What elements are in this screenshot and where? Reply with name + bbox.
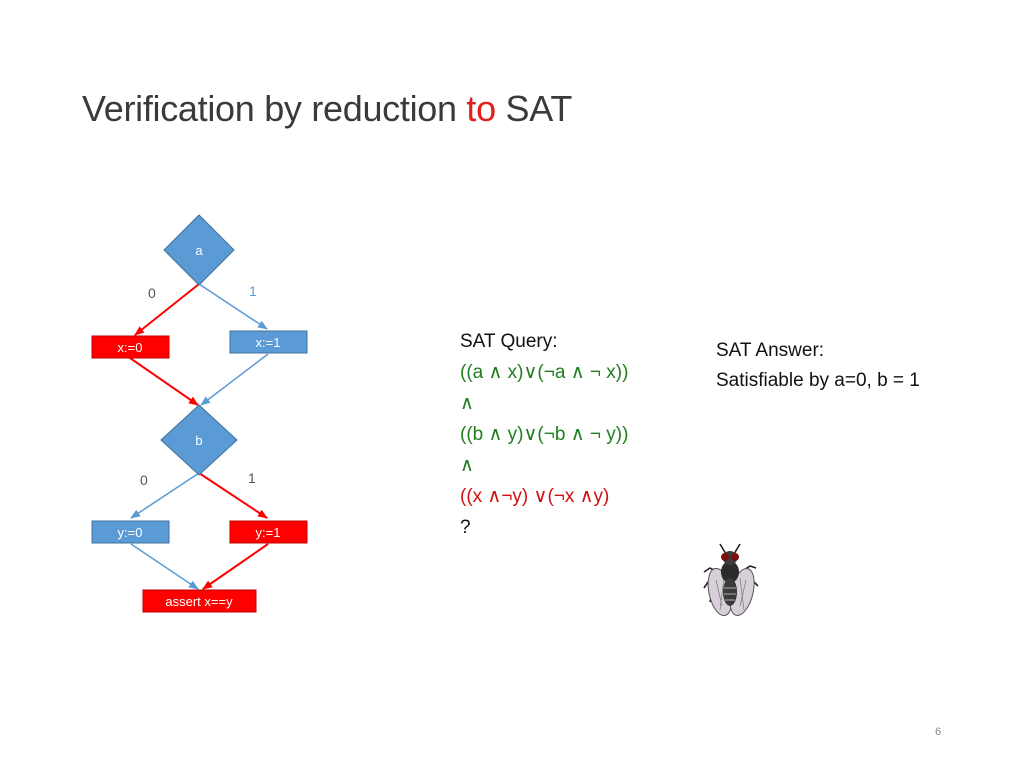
- sat-query-question: ?: [460, 517, 471, 538]
- sat-query-heading: SAT Query:: [460, 331, 558, 352]
- box-y0-label: y:=0: [118, 525, 143, 540]
- box-assert: [142, 589, 257, 613]
- edge-a-to-x0: [134, 283, 200, 336]
- edge-y1-to-assert: [202, 543, 269, 590]
- box-assert-label: assert x==y: [165, 594, 233, 609]
- fly-icon: [703, 543, 759, 617]
- decision-node-b-label: b: [195, 433, 202, 448]
- box-y1-label: y:=1: [256, 525, 281, 540]
- edge-label-b-1: 1: [248, 470, 256, 486]
- sat-query: SAT Query: ((a ∧ x)∨(¬a ∧ ¬ x)) ∧ ((b ∧ …: [460, 326, 628, 543]
- box-x0-label: x:=0: [118, 340, 143, 355]
- decision-node-a-label: a: [195, 243, 203, 258]
- page-number: 6: [935, 726, 942, 738]
- sat-query-clause-2: ((b ∧ y)∨(¬b ∧ ¬ y)): [460, 424, 629, 445]
- sat-query-clause-3: ((x ∧¬y) ∨(¬x ∧y): [460, 486, 610, 507]
- edge-y0-to-assert: [130, 543, 199, 590]
- edge-x1-to-b: [200, 353, 269, 406]
- box-y1: [229, 520, 308, 544]
- sat-query-and-1: ∧: [460, 393, 474, 414]
- box-x0: [91, 335, 170, 359]
- sat-answer: SAT Answer: Satisfiable by a=0, b = 1: [716, 336, 956, 396]
- box-y0: [91, 520, 170, 544]
- edge-x0-to-b: [129, 357, 199, 406]
- title-part-1: Verification by reduction: [82, 88, 467, 129]
- slide-title: Verification by reduction to SAT: [82, 88, 572, 130]
- decision-node-b: [160, 404, 238, 476]
- box-x1-label: x:=1: [256, 335, 281, 350]
- edge-a-to-x1: [198, 283, 268, 330]
- edge-b-to-y1: [198, 472, 268, 519]
- edge-label-a-1: 1: [249, 283, 257, 299]
- sat-query-and-2: ∧: [460, 455, 474, 476]
- edge-b-to-y0: [130, 472, 200, 519]
- sat-answer-heading: SAT Answer:: [716, 340, 825, 361]
- edge-label-a-0: 0: [148, 285, 156, 301]
- sat-query-clause-1: ((a ∧ x)∨(¬a ∧ ¬ x)): [460, 362, 629, 383]
- title-accent: to: [466, 88, 496, 129]
- title-part-2: SAT: [495, 88, 573, 129]
- box-x1: [229, 330, 308, 354]
- sat-answer-text: Satisfiable by a=0, b = 1: [716, 370, 920, 391]
- edge-label-b-0: 0: [140, 472, 148, 488]
- decision-node-a: [163, 214, 235, 286]
